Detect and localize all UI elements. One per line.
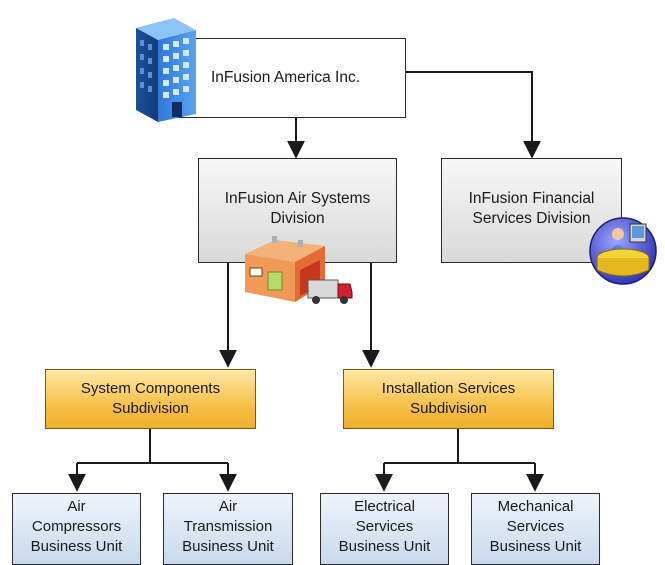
node-financial-services-division: InFusion Financial Services Division [441, 158, 622, 263]
node-system-components-subdivision-label: System Components Subdivision [80, 380, 221, 417]
node-electrical-services-business-unit-label: Electrical Services Business Unit [338, 498, 431, 555]
service-desk-person-icon [589, 217, 657, 285]
node-electrical-services-business-unit: Electrical Services Business Unit [320, 493, 449, 565]
node-infusion-america-label: InFusion America Inc. [210, 69, 361, 86]
node-infusion-america: InFusion America Inc. [165, 38, 406, 118]
node-system-components-subdivision: System Components Subdivision [45, 369, 256, 429]
warehouse-truck-icon [245, 236, 353, 304]
node-air-transmission-business-unit-label: Air Transmission Business Unit [182, 498, 274, 555]
node-installation-services-subdivision-label: Installation Services Subdivision [381, 380, 516, 417]
node-air-transmission-business-unit: Air Transmission Business Unit [163, 493, 293, 565]
office-building-icon [136, 18, 196, 122]
node-air-compressors-business-unit: Air Compressors Business Unit [12, 493, 141, 565]
node-mechanical-services-business-unit-label: Mechanical Services Business Unit [489, 498, 582, 555]
node-air-systems-division-label: InFusion Air Systems Division [224, 190, 371, 227]
node-air-compressors-business-unit-label: Air Compressors Business Unit [30, 498, 123, 555]
node-financial-services-division-label: InFusion Financial Services Division [468, 190, 595, 227]
node-installation-services-subdivision: Installation Services Subdivision [343, 369, 554, 429]
node-mechanical-services-business-unit: Mechanical Services Business Unit [471, 493, 600, 565]
connector-america-to-financial [405, 71, 541, 159]
